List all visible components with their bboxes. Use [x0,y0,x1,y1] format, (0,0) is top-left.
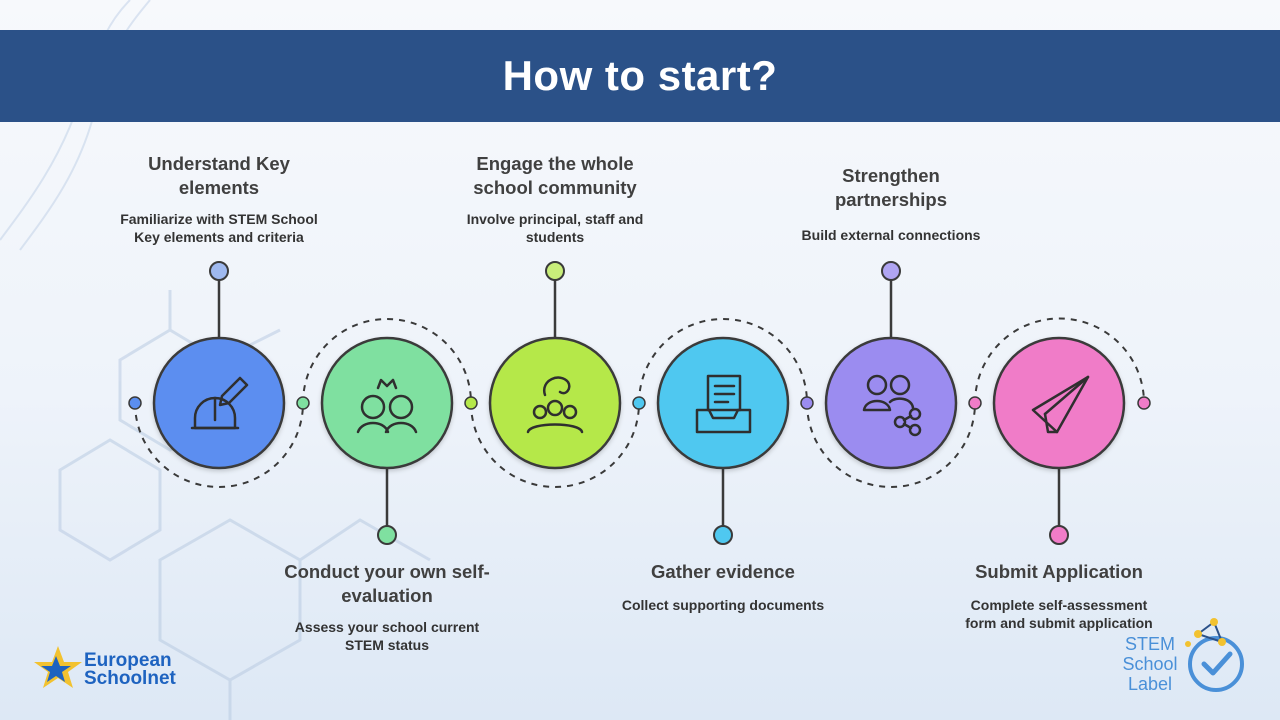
step-title: Engage the whole school community [473,153,637,198]
european-schoolnet-logo: European Schoolnet [34,640,184,692]
connector-arc-4 [638,318,808,404]
step-circle-5 [824,336,958,470]
logo-line-2: School [1122,654,1178,674]
document-tray-icon [695,374,752,434]
connector-arc-1 [134,402,304,488]
connector-arc-6 [974,317,1145,404]
stem-school-label-logo: STEM School Label [1108,612,1258,708]
stem-dot-1 [209,261,229,281]
checkmark-badge-icon [1185,618,1244,692]
step-description: Involve principal, staff and students [466,211,644,245]
junction-dot-5 [800,396,814,410]
junction-dot-4 [632,396,646,410]
step-description: Collect supporting documents [621,597,825,613]
step-description: Complete self-assessment form and submit… [965,597,1153,631]
title-banner: How to start? [0,30,1280,122]
step-circle-3 [488,336,622,470]
junction-dot-1 [128,396,142,410]
step-1: Understand Key elements Familiarize with… [99,152,339,246]
logo-line-2: Schoolnet [84,668,176,689]
junction-dot-3 [464,396,478,410]
junction-dot-7 [1137,396,1151,410]
connector-arc-3 [470,402,640,488]
stem-dot-6 [1049,525,1069,545]
page-title: How to start? [502,52,778,99]
step-circle-1 [152,336,286,470]
step-title: Conduct your own self-evaluation [284,561,490,606]
step-6: Submit Application Complete self-assessm… [939,560,1179,632]
logo-text: European Schoolnet [84,650,176,689]
connector-arc-5 [806,402,976,488]
network-people-icon [862,374,922,437]
paper-plane-icon [1031,375,1090,434]
step-title: Understand Key elements [148,153,290,198]
connector-arc-2 [302,318,472,404]
stem-dot-4 [713,525,733,545]
people-thinking-icon [356,378,418,434]
logo-line-1: STEM [1124,634,1175,654]
star-icon [34,646,82,688]
logo-text: STEM School Label [1110,634,1190,694]
logo-line-3: Label [1127,674,1173,694]
junction-dot-2 [296,396,310,410]
step-2: Conduct your own self-evaluation Assess … [267,560,507,654]
stem-dot-5 [881,261,901,281]
step-title: Submit Application [975,561,1143,582]
community-engagement-icon [526,376,584,434]
step-description: Build external connections [801,227,981,243]
step-3: Engage the whole school community Involv… [435,152,675,246]
hard-hat-pencil-icon [190,376,249,430]
step-5: Strengthen partnerships Build external c… [771,164,1011,244]
logo-line-1: European [84,650,172,671]
junction-dot-6 [968,396,982,410]
step-4: Gather evidence Collect supporting docum… [603,560,843,614]
step-title: Strengthen partnerships [834,165,948,210]
step-description: Familiarize with STEM School Key element… [120,211,318,245]
stem-dot-3 [545,261,565,281]
step-circle-2 [320,336,454,470]
step-description: Assess your school current STEM status [294,619,480,653]
step-title: Gather evidence [651,561,795,582]
stem-dot-2 [377,525,397,545]
